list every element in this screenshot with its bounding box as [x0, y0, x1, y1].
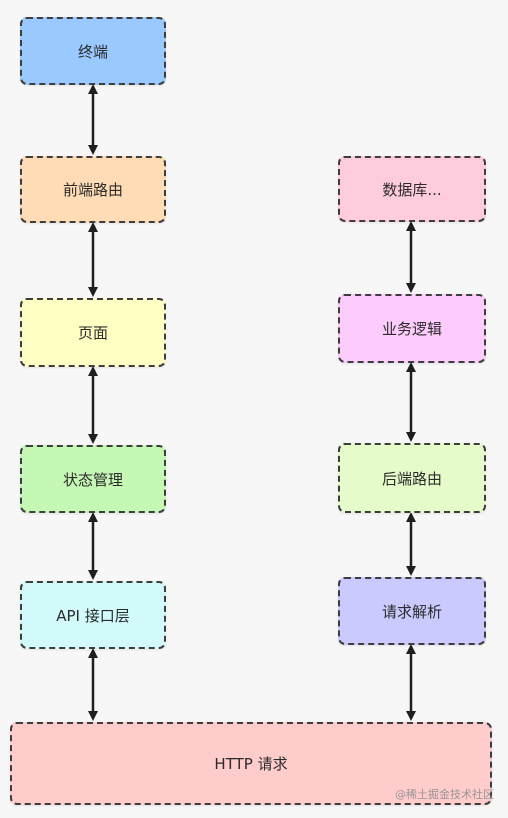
node-business-logic-label: 业务逻辑 [381, 320, 442, 338]
node-frontend-router: 前端路由 [20, 156, 166, 223]
node-http-request: HTTP 请求 [10, 722, 492, 805]
node-database: 数据库... [338, 156, 486, 222]
node-api-layer-label: API 接口层 [56, 606, 130, 625]
node-request-parsing-label: 请求解析 [381, 602, 442, 621]
node-page: 页面 [20, 298, 166, 367]
node-terminal: 终端 [20, 17, 166, 85]
node-terminal-label: 终端 [77, 42, 108, 61]
node-state-management: 状态管理 [20, 445, 166, 513]
node-request-parsing: 请求解析 [338, 577, 486, 645]
node-backend-router-label: 后端路由 [381, 469, 442, 488]
node-page-label: 页面 [77, 324, 108, 342]
node-frontend-router-label: 前端路由 [62, 181, 123, 199]
node-state-management-label: 状态管理 [62, 470, 123, 489]
node-http-request-label: HTTP 请求 [214, 755, 288, 773]
node-database-label: 数据库... [382, 180, 442, 199]
watermark: @稀土掘金技术社区 [395, 788, 494, 801]
node-api-layer: API 接口层 [20, 581, 166, 649]
node-backend-router: 后端路由 [338, 443, 486, 513]
node-business-logic: 业务逻辑 [338, 294, 486, 363]
